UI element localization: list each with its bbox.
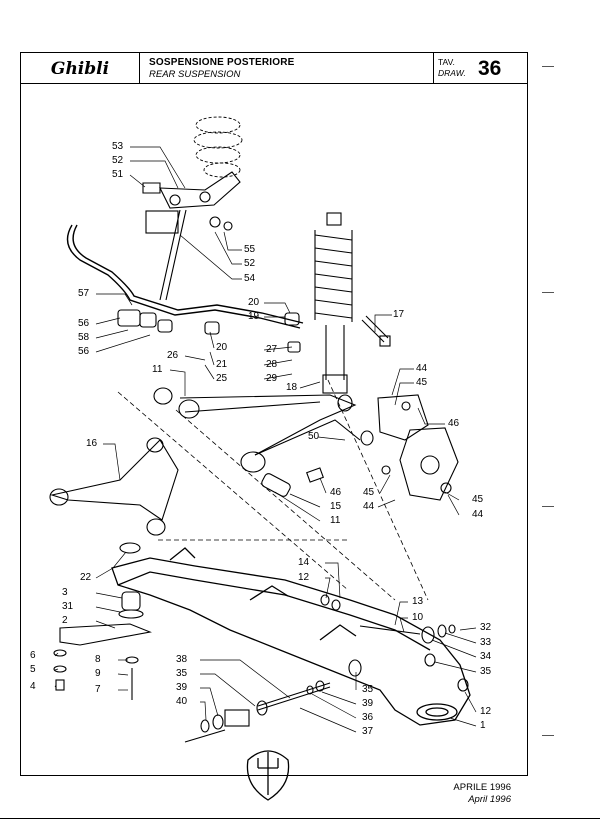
long-bolt-38 <box>184 659 362 743</box>
tav-label: TAV. <box>438 57 455 67</box>
callout-22: 22 <box>80 572 92 583</box>
page-bottom-rule <box>0 818 600 819</box>
callout-40: 40 <box>176 696 188 707</box>
callout-6: 6 <box>30 650 36 661</box>
ghibli-logo-mark: Ghibli <box>51 59 109 79</box>
hub-carrier <box>377 394 459 501</box>
callout-20: 20 <box>248 297 260 308</box>
leader-lines <box>54 146 477 733</box>
coil-spring-damper <box>314 212 353 394</box>
callout-26: 26 <box>167 350 179 361</box>
callout-1: 1 <box>480 720 486 731</box>
callout-36: 36 <box>362 712 374 723</box>
callout-44: 44 <box>416 363 428 374</box>
lower-arm-16 <box>49 437 179 536</box>
callout-19: 19 <box>248 311 260 322</box>
callout-3: 3 <box>62 587 68 598</box>
subframe-mount-stack <box>53 542 152 700</box>
callout-7: 7 <box>95 684 101 695</box>
svg-text:Ghibli: Ghibli <box>51 59 109 79</box>
drawing-frame: Ghibli SOSPENSIONE POSTERIORE REAR SUSPE… <box>20 52 528 776</box>
date-english: April 1996 <box>468 794 511 805</box>
callout-46-b: 46 <box>330 487 342 498</box>
callout-12: 12 <box>298 572 310 583</box>
callout-39: 39 <box>176 682 188 693</box>
draw-label: DRAW. <box>438 68 466 78</box>
ghibli-logo: Ghibli <box>21 53 140 83</box>
callout-29: 29 <box>266 373 278 384</box>
callout-50: 50 <box>308 431 320 442</box>
callout-11: 11 <box>152 364 163 375</box>
callout-45-c: 45 <box>472 494 484 505</box>
callout-25: 25 <box>216 373 228 384</box>
bolt-17 <box>361 315 391 347</box>
anti-roll-bar <box>66 224 304 329</box>
upper-wishbone <box>153 387 374 473</box>
callout-53: 53 <box>112 141 124 152</box>
callout-2: 2 <box>62 615 68 626</box>
title-box: SOSPENSIONE POSTERIORE REAR SUSPENSION <box>139 53 434 83</box>
callout-51: 51 <box>112 169 124 180</box>
callout-18: 18 <box>286 382 298 393</box>
callout-44-c: 44 <box>472 509 484 520</box>
callout-34: 34 <box>480 651 492 662</box>
callout-17: 17 <box>393 309 405 320</box>
callout-56-b: 56 <box>78 346 90 357</box>
callout-45: 45 <box>416 377 428 388</box>
callout-13: 13 <box>412 596 424 607</box>
rear-subframe <box>111 547 471 726</box>
callout-21: 21 <box>216 359 228 370</box>
callout-55: 55 <box>244 244 256 255</box>
callout-39-b: 39 <box>362 698 374 709</box>
title-english: REAR SUSPENSION <box>149 69 241 80</box>
callout-35: 35 <box>480 666 492 677</box>
callout-44-b: 44 <box>363 501 375 512</box>
alignment-lines <box>117 379 429 601</box>
date-italian: APRILE 1996 <box>453 782 511 793</box>
tie-rod-15 <box>261 467 324 497</box>
margin-tick <box>542 735 554 736</box>
callout-56: 56 <box>78 318 90 329</box>
table-number-box: TAV. DRAW. 36 <box>433 53 529 83</box>
callout-52-lower: 52 <box>244 258 256 269</box>
callout-15: 15 <box>330 501 342 512</box>
callout-32: 32 <box>480 622 492 633</box>
callout-27: 27 <box>266 344 278 355</box>
callout-4: 4 <box>30 681 36 692</box>
callout-46: 46 <box>448 418 460 429</box>
table-number: 36 <box>478 57 502 80</box>
callout-31: 31 <box>62 601 74 612</box>
bar-bushes <box>117 309 301 353</box>
callout-45-b: 45 <box>363 487 375 498</box>
callout-8: 8 <box>95 654 101 665</box>
callout-11-b: 11 <box>330 515 341 526</box>
callout-58: 58 <box>78 332 90 343</box>
callout-20-b: 20 <box>216 342 228 353</box>
title-italian: SOSPENSIONE POSTERIORE <box>149 57 295 68</box>
margin-tick <box>542 506 554 507</box>
callout-37: 37 <box>362 726 374 737</box>
top-mount-ghost <box>193 116 243 178</box>
margin-tick <box>542 66 554 67</box>
rh-fasteners <box>320 594 469 692</box>
callout-12-b: 12 <box>480 706 492 717</box>
trident-emblem <box>246 750 290 801</box>
callout-14: 14 <box>298 557 310 568</box>
callout-52: 52 <box>112 155 124 166</box>
callout-57: 57 <box>78 288 90 299</box>
callout-5: 5 <box>30 664 36 675</box>
upper-link-bracket <box>142 171 241 301</box>
title-block: Ghibli SOSPENSIONE POSTERIORE REAR SUSPE… <box>21 53 527 84</box>
callout-35-b: 35 <box>176 668 188 679</box>
callout-28: 28 <box>266 359 278 370</box>
callout-9: 9 <box>95 668 101 679</box>
callout-33: 33 <box>480 637 492 648</box>
callout-16: 16 <box>86 438 98 449</box>
callout-10: 10 <box>412 612 424 623</box>
callout-54: 54 <box>244 273 256 284</box>
margin-tick <box>542 292 554 293</box>
callout-38: 38 <box>176 654 188 665</box>
callout-35-c: 35 <box>362 684 374 695</box>
